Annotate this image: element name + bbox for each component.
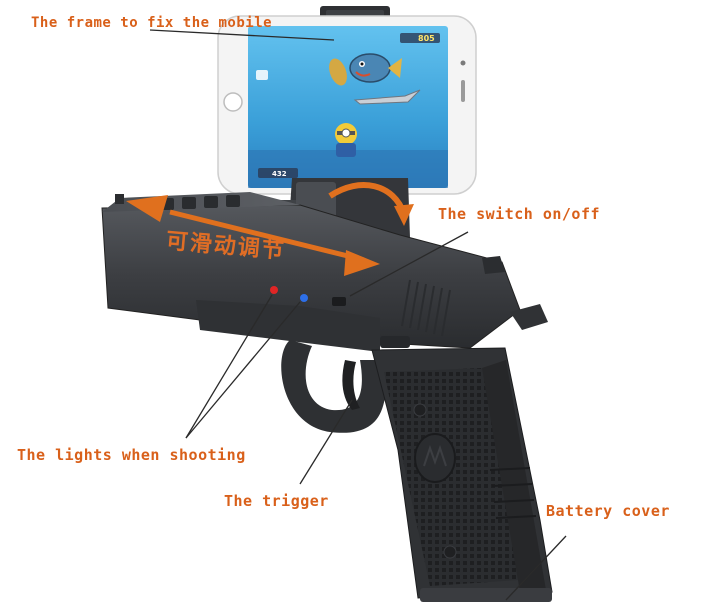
battery-cover[interactable] xyxy=(420,588,552,602)
game-score: 805 xyxy=(418,34,435,43)
label-battery-cover: Battery cover xyxy=(546,502,670,520)
front-camera xyxy=(460,60,466,66)
label-shooting-lights: The lights when shooting xyxy=(17,446,246,464)
game-ammo: 432 xyxy=(272,170,287,178)
trigger[interactable] xyxy=(342,360,360,410)
label-power-switch: The switch on/off xyxy=(438,205,601,223)
speaker-grill xyxy=(461,80,465,102)
led-red xyxy=(270,286,278,294)
power-switch[interactable] xyxy=(332,297,346,306)
trigger-guard xyxy=(281,340,387,433)
callout-lines xyxy=(149,29,567,601)
smartphone xyxy=(217,15,477,195)
home-button xyxy=(223,92,243,112)
rotate-arrow xyxy=(328,182,414,226)
game-scene xyxy=(248,33,448,188)
led-blue xyxy=(300,294,308,302)
label-phone-frame: The frame to fix the mobile xyxy=(31,15,273,31)
gun-slide xyxy=(101,192,548,352)
slide-arrow xyxy=(126,195,380,276)
gun-grip xyxy=(371,347,553,602)
label-trigger: The trigger xyxy=(224,492,329,510)
